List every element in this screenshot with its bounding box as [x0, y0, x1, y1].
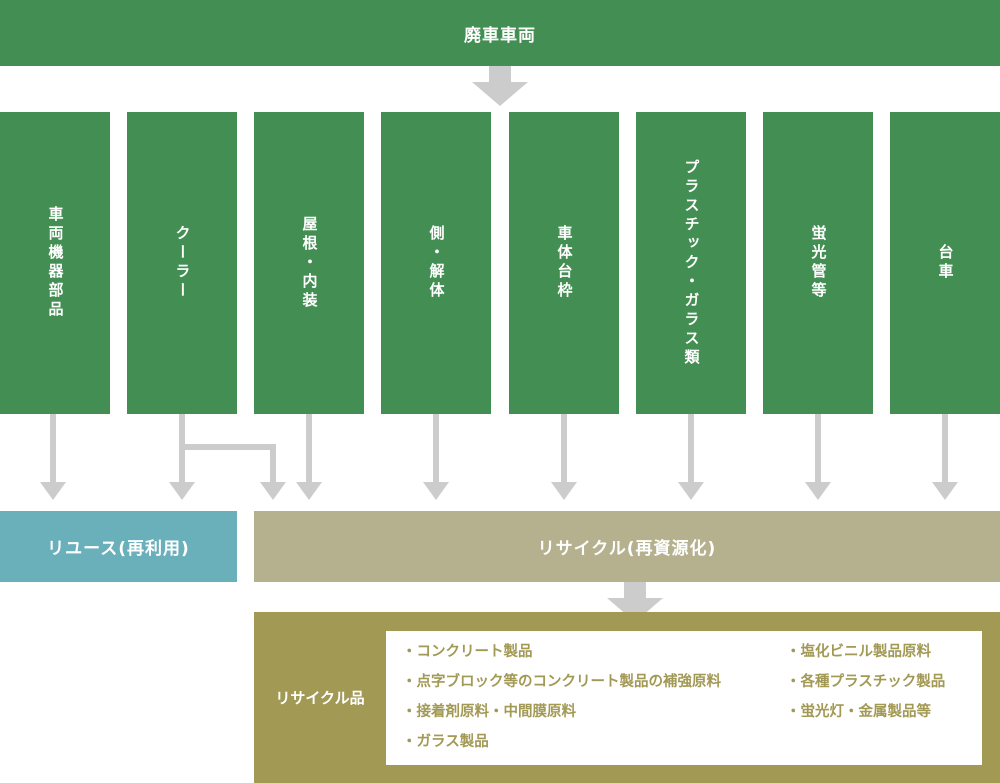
component-fluorescent-tubes: 蛍光管等: [763, 112, 873, 414]
scrapped-vehicle-header: 廃車車両: [0, 0, 1000, 66]
component-bogie: 台車: [890, 112, 1000, 414]
reuse-label: リユース(再利用): [47, 539, 190, 559]
recycled-products-label: リサイクル品: [275, 689, 365, 707]
products-list-right: ・塩化ビニル製品原料 ・各種プラスチック製品 ・蛍光灯・金属製品等: [786, 637, 945, 727]
reuse-box: リユース(再利用): [0, 511, 237, 582]
header-title: 廃車車両: [464, 25, 536, 46]
arrow-col-3: [296, 414, 322, 500]
list-item: ・塩化ビニル製品原料: [786, 644, 931, 660]
list-item: ・各種プラスチック製品: [786, 674, 946, 690]
list-item: ・点字ブロック等のコンクリート製品の補強原料: [402, 674, 721, 690]
recycled-products-panel: リサイクル品 ・コンクリート製品 ・点字ブロック等のコンクリート製品の補強原料 …: [254, 612, 1000, 783]
products-list-left: ・コンクリート製品 ・点字ブロック等のコンクリート製品の補強原料 ・接着剤原料・…: [402, 637, 721, 757]
list-item: ・ガラス製品: [402, 734, 489, 750]
component-label: 屋根・内装: [300, 215, 319, 311]
component-label: 蛍光管等: [809, 225, 828, 301]
arrow-col-4: [423, 414, 449, 500]
recycle-down-arrow: [607, 582, 663, 622]
arrow-col-5: [551, 414, 577, 500]
component-label: 車体台枠: [555, 225, 574, 301]
component-label: 台車: [936, 244, 955, 282]
component-label: プラスチック・ガラス類: [682, 158, 701, 368]
recycled-products-list-box: ・コンクリート製品 ・点字ブロック等のコンクリート製品の補強原料 ・接着剤原料・…: [386, 631, 982, 765]
component-label: クーラー: [173, 225, 192, 301]
component-plastic-glass: プラスチック・ガラス類: [636, 112, 746, 414]
component-label: 側・解体: [427, 225, 446, 301]
list-item: ・接着剤原料・中間膜原料: [402, 704, 576, 720]
component-underframe: 車体台枠: [509, 112, 619, 414]
arrow-col-2: [169, 414, 195, 500]
arrow-col-1: [40, 414, 66, 500]
recycle-label: リサイクル(再資源化): [537, 539, 717, 559]
component-roof-interior: 屋根・内装: [254, 112, 364, 414]
arrow-col-6: [678, 414, 704, 500]
component-label: 車両機器部品: [46, 206, 65, 320]
list-item: ・コンクリート製品: [402, 644, 533, 660]
component-vehicle-equipment-parts: 車両機器部品: [0, 112, 110, 414]
main-down-arrow: [472, 66, 528, 106]
component-cooler: クーラー: [127, 112, 237, 414]
list-item: ・蛍光灯・金属製品等: [786, 704, 931, 720]
component-side-dismantle: 側・解体: [381, 112, 491, 414]
arrow-col-8: [932, 414, 958, 500]
arrow-col-7: [805, 414, 831, 500]
arrow-col-2-branch: [179, 444, 286, 500]
recycle-box: リサイクル(再資源化): [254, 511, 1000, 582]
